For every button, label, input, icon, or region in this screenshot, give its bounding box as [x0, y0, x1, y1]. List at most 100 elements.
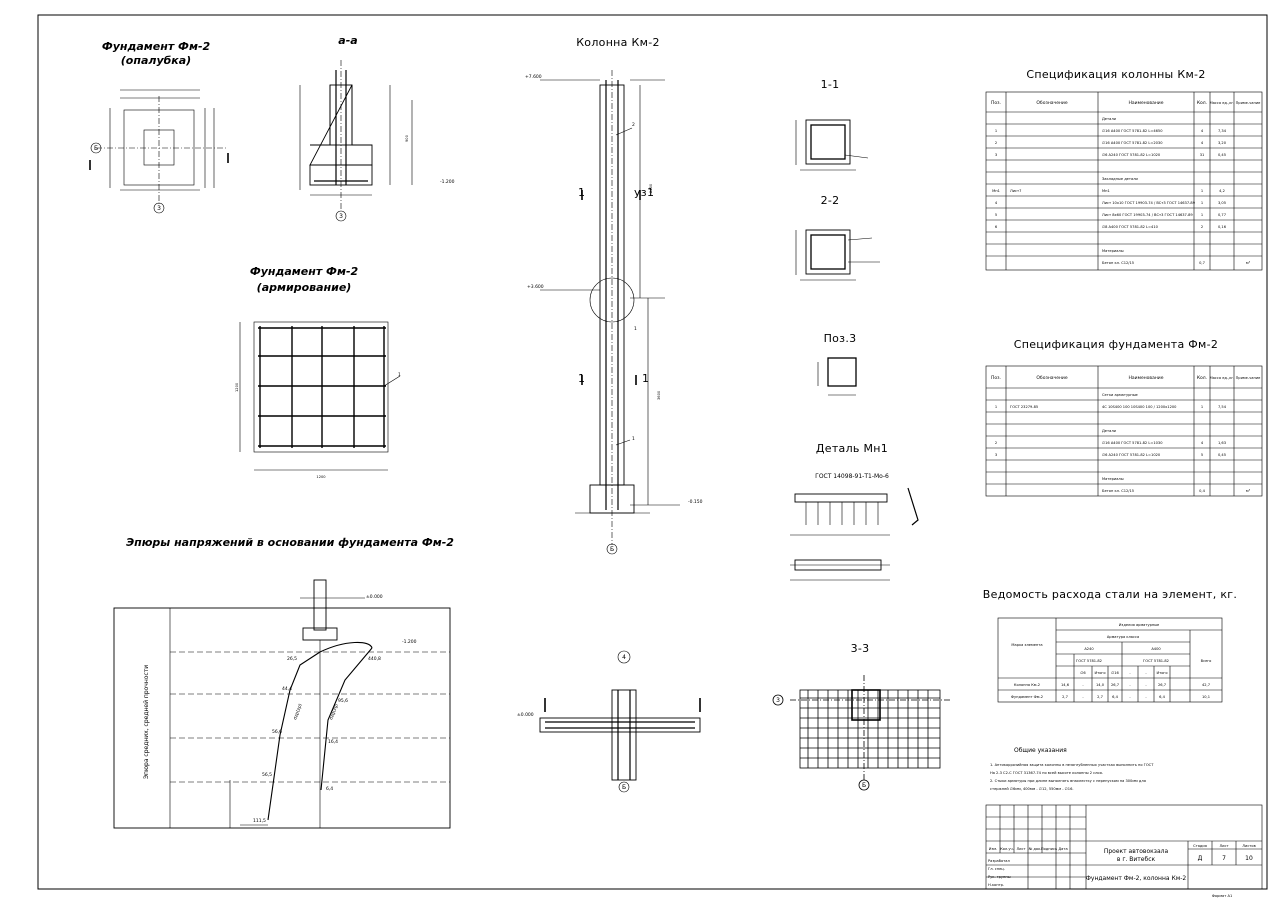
general-notes: 1. Антикоррозийная защита колонны в неза… — [990, 763, 1154, 791]
steel-h-a400: А400 — [1151, 647, 1161, 651]
tb-role: Гл. спец. — [988, 867, 1005, 871]
spec-fnd-h-note: Приме-чание — [1236, 376, 1262, 380]
axis-b-section33: Б — [862, 782, 866, 789]
spec-cell: ∅6 А240 ГОСТ 5781-82 L=1020 — [1102, 153, 1161, 157]
foundation-mesh — [253, 321, 389, 453]
steel-cell: Колонна Км-2 — [1014, 683, 1040, 687]
spec-cell: Мн1 — [1102, 189, 1110, 193]
steel-subheader: Итого — [1094, 671, 1105, 675]
tb-role: Н.контр. — [988, 883, 1004, 887]
spec-cell: 1 — [1201, 213, 1203, 217]
tb-project: Проект автовокзала — [1104, 848, 1169, 855]
note-line: 1. Антикоррозийная защита колонны в неза… — [990, 763, 1154, 767]
tb-role: Рук. группы — [988, 875, 1011, 879]
spec-cell: Лист 10x10 ГОСТ 19903-74 / ВСт3 ГОСТ 146… — [1102, 201, 1196, 205]
spec-cell: 2 — [1201, 225, 1203, 229]
spec-cell: Мн1 — [992, 189, 1000, 193]
pos3-title: Поз.3 — [824, 332, 857, 345]
stress-diagram — [113, 579, 451, 829]
spec-cell: ∅8 А400 ГОСТ 5781-82 L=410 — [1102, 225, 1159, 229]
steel-h-total: Всего — [1201, 659, 1212, 663]
section-aa-title: а-а — [338, 34, 357, 47]
tb-format: Формат А1 — [1212, 894, 1232, 898]
spec-col-h-name: Наименование — [1129, 100, 1164, 106]
stress-formula-1: σzp(zρ) — [292, 703, 303, 721]
spec-fnd-h-pos: Поз. — [991, 375, 1001, 381]
spec-cell: ∅16 А400 ГОСТ 5781-82 L=4650 — [1102, 129, 1163, 133]
spec-cell: 0,77 — [1218, 213, 1226, 217]
pos-1-mark: 1 — [632, 436, 635, 442]
note-line: 2. Стыки арматуры при длине выполнять вн… — [990, 779, 1146, 783]
pos-1-mark-b: 1 — [634, 326, 637, 332]
section-11 — [795, 119, 869, 171]
spec-cell: 3,05 — [1218, 201, 1226, 205]
tb-stage-h: Стадия — [1193, 844, 1207, 848]
axis-3-section: 3 — [339, 213, 343, 220]
spec-cell: 4 — [1201, 129, 1204, 133]
stress-v2: 440,8 — [368, 656, 381, 662]
mesh-pos-1: 1 — [398, 372, 401, 378]
section-aa — [299, 60, 413, 222]
tb-sheet-name: Фундамент Фм-2, колонна Км-2 — [1086, 875, 1187, 882]
section-33 — [772, 675, 950, 791]
tb-project2: в г. Витебск — [1117, 856, 1156, 863]
node4-label: 4 — [622, 654, 626, 661]
spec-cell: 3 — [995, 153, 997, 157]
detail-mn1-title: Деталь Мн1 — [816, 442, 888, 455]
section-mark-1-right: 1 — [642, 372, 649, 385]
steel-cell: 14,0 — [1096, 683, 1105, 687]
spec-cell: ГОСТ 23279-85 — [1010, 405, 1038, 409]
stress-side-label: Эпюра средних, средней прочности — [143, 665, 150, 779]
stress-v9: 111,5 — [253, 818, 266, 824]
spec-fnd-h-name: Наименование — [1129, 375, 1164, 381]
detail-mn1 — [790, 487, 919, 581]
spec-cell: Бетон кл. С12/15 — [1102, 261, 1134, 265]
spec-cell: 2 — [995, 441, 997, 445]
spec-cell: 1 — [995, 129, 997, 133]
section-33-title: 3-3 — [851, 642, 870, 655]
spec-cell: 1 — [1201, 201, 1203, 205]
section-22 — [795, 229, 880, 281]
spec-cell: 1 — [1201, 405, 1203, 409]
tb-role: Разработал — [988, 859, 1010, 863]
column-elevation — [540, 70, 680, 555]
tb-col-header: № док. — [1029, 847, 1042, 851]
spec-cell: 1,63 — [1218, 441, 1226, 445]
spec-cell: Материалы — [1102, 477, 1124, 481]
stress-v8: 6,4 — [326, 786, 333, 792]
spec-cell: Лист7 — [1010, 189, 1021, 193]
foundation-reinf-subtitle: (армирование) — [257, 281, 352, 294]
steel-table — [997, 617, 1223, 703]
stress-v4: 95,6 — [338, 698, 348, 704]
axis-b-plan: Б — [94, 145, 98, 152]
spec-cell: Лист 8x60 ГОСТ 19903-74 / ВСт3 ГОСТ 1463… — [1102, 213, 1193, 217]
spec-cell: ∅16 А400 ГОСТ 5781-82 L=2030 — [1102, 141, 1163, 145]
spec-cell: 1 — [1201, 189, 1203, 193]
axis-b-column: Б — [610, 546, 614, 553]
spec-cell: Материалы — [1102, 249, 1124, 253]
pos-2-mark: 2 — [632, 122, 635, 128]
spec-cell: 1 — [995, 405, 997, 409]
steel-h-a240: А240 — [1084, 647, 1094, 651]
steel-cell: Фундамент Фм-2 — [1011, 695, 1043, 699]
stress-title: Эпюры напряжений в основании фундамента … — [126, 536, 454, 549]
spec-cell: 6 — [995, 225, 998, 229]
steel-subheader: ∅6 — [1080, 671, 1086, 675]
dim-2400: 2400 — [649, 183, 653, 193]
steel-h-class: Арматура класса — [1107, 635, 1139, 639]
general-notes-title: Общие указания — [1014, 747, 1067, 754]
steel-subheader: - — [1145, 671, 1147, 675]
steel-cell: - — [1082, 695, 1084, 699]
spec-cell: Детали — [1102, 117, 1117, 121]
tb-col-header: Дата — [1058, 847, 1067, 851]
spec-fnd-h-designation: Обозначение — [1036, 375, 1067, 381]
spec-cell: 7,54 — [1218, 405, 1227, 409]
tb-sheets: 10 — [1245, 855, 1253, 862]
steel-cell: - — [1145, 695, 1147, 699]
spec-cell: 0,45 — [1218, 453, 1226, 457]
